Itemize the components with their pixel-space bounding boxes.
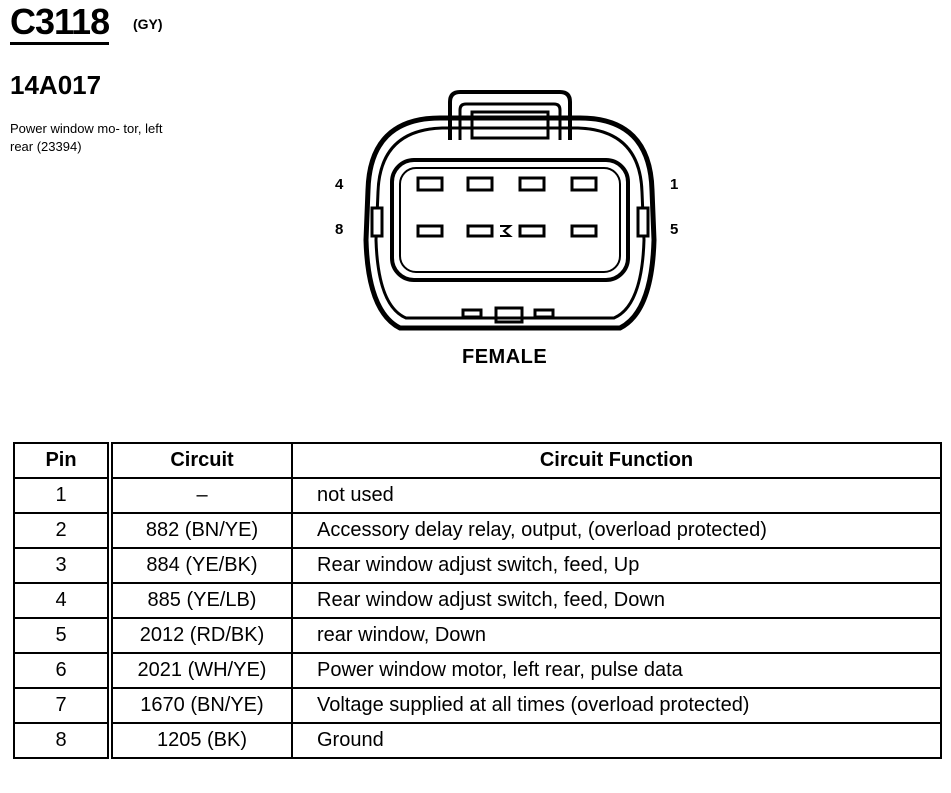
cell-circuit: 1205 (BK) [109, 722, 293, 759]
cell-function: not used [291, 477, 942, 514]
connector-housing-inner [374, 126, 646, 320]
cell-pin: 4 [13, 582, 113, 619]
cell-circuit: 2021 (WH/YE) [109, 652, 293, 689]
pin-label-4: 4 [335, 176, 344, 193]
cell-function: Ground [291, 722, 942, 759]
pin-label-1: 1 [670, 176, 679, 193]
pin-label-8: 8 [335, 221, 344, 238]
terminal-cavity [390, 158, 630, 282]
connector-description: Power window mo- tor, left rear (23394) [10, 121, 163, 154]
table-row: 3 884 (YE/BK) Rear window adjust switch,… [13, 547, 942, 584]
cell-pin: 6 [13, 652, 113, 689]
terminal-4 [416, 176, 444, 192]
cell-function: Accessory delay relay, output, (overload… [291, 512, 942, 549]
cell-circuit: 1670 (BN/YE) [109, 687, 293, 724]
header-function: Circuit Function [291, 442, 942, 479]
connector-id: C3118 [10, 2, 110, 45]
terminal-3 [466, 176, 494, 192]
table-row: 4 885 (YE/LB) Rear window adjust switch,… [13, 582, 942, 619]
cell-circuit: 884 (YE/BK) [109, 547, 293, 584]
cell-function: rear window, Down [291, 617, 942, 654]
cell-function: Power window motor, left rear, pulse dat… [291, 652, 942, 689]
cell-circuit: – [109, 477, 293, 514]
bottom-slot-left [461, 308, 483, 319]
cell-pin: 8 [13, 722, 113, 759]
terminal-8 [416, 224, 444, 238]
pin-label-5: 5 [670, 221, 679, 238]
view-label: FEMALE [462, 346, 548, 368]
bottom-slot-right [533, 308, 555, 319]
cell-function: Rear window adjust switch, feed, Down [291, 582, 942, 619]
table-row: 6 2021 (WH/YE) Power window motor, left … [13, 652, 942, 689]
cell-pin: 5 [13, 617, 113, 654]
header-pin: Pin [13, 442, 113, 479]
terminal-5 [570, 224, 598, 238]
cell-pin: 2 [13, 512, 113, 549]
terminal-1 [570, 176, 598, 192]
cell-circuit: 2012 (RD/BK) [109, 617, 293, 654]
terminal-7 [466, 224, 494, 238]
table-row: 5 2012 (RD/BK) rear window, Down [13, 617, 942, 654]
pin-table: Pin Circuit Circuit Function 1 – not use… [13, 442, 942, 759]
cell-circuit: 882 (BN/YE) [109, 512, 293, 549]
cell-circuit: 885 (YE/LB) [109, 582, 293, 619]
cell-pin: 7 [13, 687, 113, 724]
table-row: 8 1205 (BK) Ground [13, 722, 942, 759]
cell-pin: 3 [13, 547, 113, 584]
connector-color: (GY) [133, 16, 163, 32]
terminal-2 [518, 176, 546, 192]
polarity-mark [500, 225, 513, 237]
connector-face-diagram [363, 90, 657, 331]
bottom-slot-center [494, 306, 524, 324]
locking-tab [448, 90, 572, 140]
header-circuit: Circuit [109, 442, 293, 479]
table-header-row: Pin Circuit Circuit Function [13, 442, 942, 479]
part-number: 14A017 [10, 70, 102, 100]
table-row: 7 1670 (BN/YE) Voltage supplied at all t… [13, 687, 942, 724]
connector-housing-outer [363, 115, 657, 331]
cell-function: Rear window adjust switch, feed, Up [291, 547, 942, 584]
cell-function: Voltage supplied at all times (overload … [291, 687, 942, 724]
terminal-6 [518, 224, 546, 238]
table-row: 2 882 (BN/YE) Accessory delay relay, out… [13, 512, 942, 549]
cell-pin: 1 [13, 477, 113, 514]
table-row: 1 – not used [13, 477, 942, 514]
